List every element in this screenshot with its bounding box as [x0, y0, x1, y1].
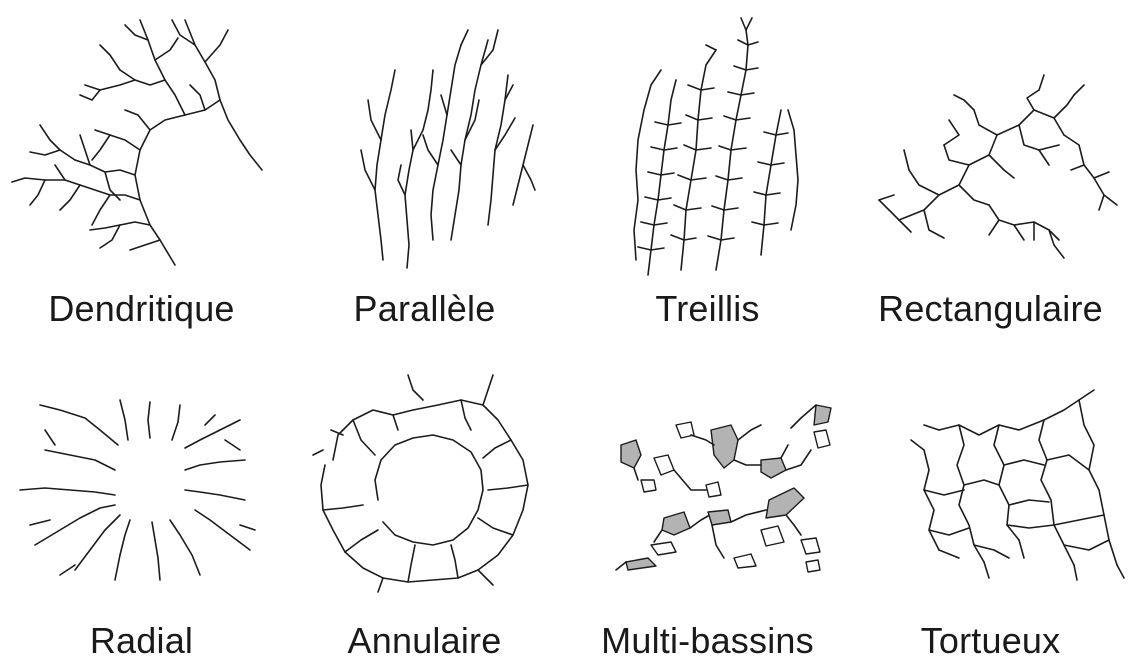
- parallel-drainage-drawing: [283, 0, 566, 280]
- annular-drainage-drawing: [283, 330, 566, 610]
- trellis-drainage-drawing: [566, 0, 849, 280]
- pattern-label: Tortueux: [849, 620, 1132, 662]
- pattern-label: Treillis: [566, 288, 849, 330]
- pattern-rectangulaire: Rectangulaire: [849, 0, 1132, 330]
- radial-drainage-drawing: [0, 330, 283, 610]
- pattern-dendritique: Dendritique: [0, 0, 283, 330]
- pattern-treillis: Treillis: [566, 0, 849, 330]
- pattern-label: Radial: [0, 620, 283, 662]
- pattern-parallele: Parallèle: [283, 0, 566, 330]
- pattern-label: Multi-bassins: [566, 620, 849, 662]
- pattern-label: Dendritique: [0, 288, 283, 330]
- pattern-tortueux: Tortueux: [849, 330, 1132, 660]
- dendritic-drainage-drawing: [0, 0, 283, 280]
- pattern-radial: Radial: [0, 330, 283, 660]
- pattern-label: Annulaire: [283, 620, 566, 662]
- pattern-label: Parallèle: [283, 288, 566, 330]
- pattern-label: Rectangulaire: [849, 288, 1132, 330]
- pattern-multi-bassins: Multi-bassins: [566, 330, 849, 660]
- multi-basin-drainage-drawing: [566, 330, 849, 610]
- pattern-annulaire: Annulaire: [283, 330, 566, 660]
- rectangular-drainage-drawing: [849, 0, 1132, 280]
- contorted-drainage-drawing: [849, 330, 1132, 610]
